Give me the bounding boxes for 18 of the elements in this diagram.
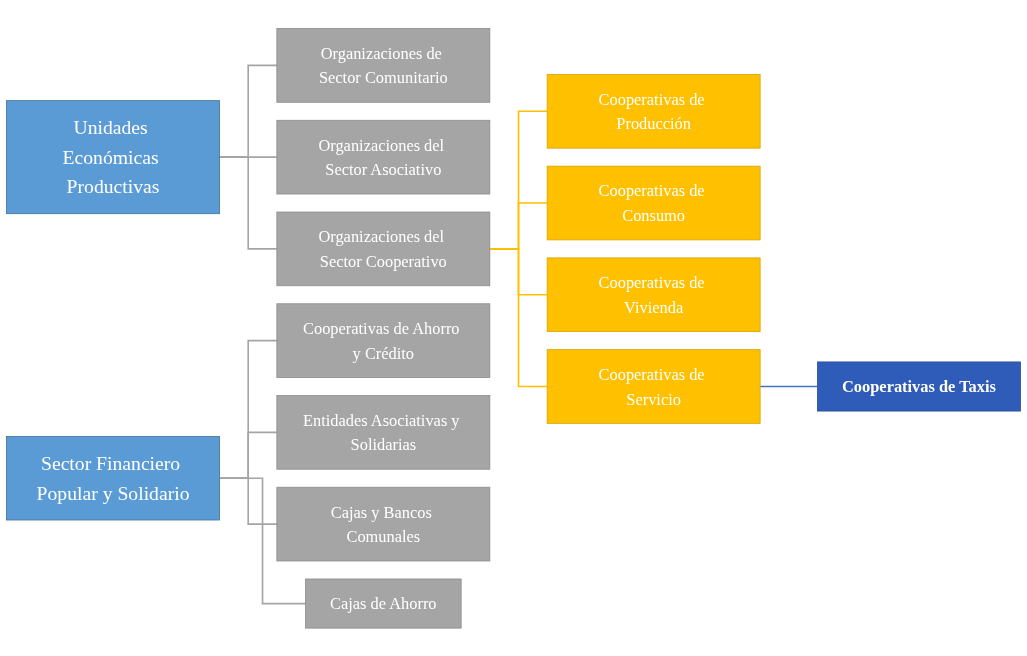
node-box: Cooperativas de Ahorro y Crédito [276, 303, 491, 378]
node-box: Cooperativas de Consumo [546, 165, 761, 240]
connector [489, 247, 548, 387]
node-box: Cooperativas de Taxis [817, 361, 1021, 412]
node-box: Entidades Asociativas y Solidarias [276, 394, 491, 470]
connector [218, 156, 278, 250]
node-box: Cajas de Ahorro [305, 578, 462, 629]
node-box: Cooperativas de Servicio [546, 348, 761, 424]
node-box: Unidades Económicas Productivas [6, 99, 220, 214]
node-box: Cooperativas de Producción [546, 73, 761, 149]
node-box: Organizaciones del Sector Cooperativo [276, 211, 491, 286]
node-box: Sector Financiero Popular y Solidario [6, 435, 220, 521]
connector [218, 477, 307, 605]
node-box: Cooperativas de Vivienda [546, 257, 761, 332]
node-box: Organizaciones de Sector Comunitario [276, 27, 491, 103]
node-box: Organizaciones del Sector Asociativo [276, 119, 491, 195]
node-box: Cajas y Bancos Comunales [276, 486, 491, 562]
connector [759, 385, 819, 387]
